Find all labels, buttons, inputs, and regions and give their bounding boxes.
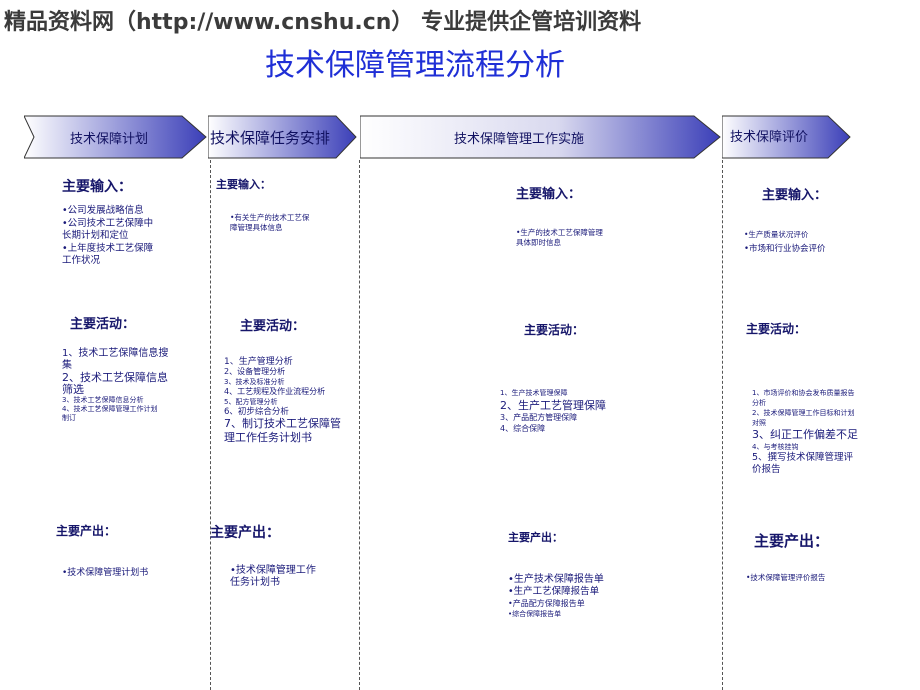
col4-inputs: •生产质量状况评价 •市场和行业协会评价 [744, 227, 826, 257]
list-item: 具体即时信息 [516, 238, 561, 247]
col2-activities: 1、生产管理分析 2、设备管理分析 3、技术及标准分析 4、工艺规程及作业流程分… [224, 357, 341, 445]
list-item: 1、技术工艺保障信息搜 [62, 348, 169, 359]
list-item: 4、与考核挂钩 [752, 443, 799, 451]
list-item: 集 [62, 360, 72, 371]
col4-activity-title: 主要活动： [746, 322, 807, 336]
list-item: 2、生产工艺管理保障 [500, 399, 606, 412]
list-item: 3、技术及标准分析 [224, 378, 285, 386]
col4-output-title: 主要产出： [754, 532, 830, 550]
list-item: 2、设备管理分析 [224, 367, 286, 376]
list-item: 5、撰写技术保障管理评 [752, 452, 854, 463]
stage-arrow-plan: 技术保障计划 [24, 114, 208, 160]
list-item: 7、制订技术工艺保障管 [224, 417, 341, 430]
col1-activity-title: 主要活动： [70, 317, 136, 332]
list-item: •公司发展战略信息 [62, 205, 144, 216]
list-item: •产品配方保障报告单 [508, 599, 585, 608]
list-item: •综合保障报告单 [508, 610, 562, 618]
list-item: •生产技术保障报告单 [508, 574, 604, 585]
list-item: •技术保障管理工作 [230, 565, 316, 576]
col3-output-title: 主要产出： [508, 531, 563, 544]
col3-outputs: •生产技术保障报告单 •生产工艺保障报告单 •产品配方保障报告单 •综合保障报告… [508, 573, 604, 620]
list-item: 1、市场评价和协会发布质量报告 [752, 389, 855, 397]
col2-output-title: 主要产出： [210, 525, 280, 541]
page-title: 技术保障管理流程分析 [265, 48, 565, 83]
stage-label: 技术保障管理工作实施 [454, 131, 585, 147]
list-item: 分析 [752, 399, 766, 407]
stage-label: 技术保障计划 [70, 131, 149, 147]
list-item: 工作状况 [62, 255, 101, 266]
list-item: 4、工艺规程及作业流程分析 [224, 387, 326, 396]
col3-activities: 1、生产技术管理保障 2、生产工艺管理保障 3、产品配方管理保障 4、综合保障 [500, 388, 606, 434]
list-item: 障管理具体信息 [230, 223, 283, 232]
list-item: 2、技术工艺保障信息 [62, 371, 168, 384]
list-item: •生产工艺保障报告单 [508, 586, 600, 597]
col2-outputs: •技术保障管理工作 任务计划书 [230, 565, 316, 589]
list-item: 1、生产管理分析 [224, 357, 293, 367]
list-item: •有关生产的技术工艺保 [230, 213, 310, 222]
list-item: 制订 [62, 414, 76, 422]
list-item: •生产的技术工艺保障管理 [516, 228, 603, 237]
list-item: 3、技术工艺保障信息分析 [62, 396, 144, 404]
stage-label: 技术保障任务安排 [210, 128, 331, 147]
list-item: •生产质量状况评价 [744, 230, 809, 239]
list-item: 6、初步综合分析 [224, 407, 289, 417]
col2-input-title: 主要输入： [216, 178, 271, 191]
col1-activities: 1、技术工艺保障信息搜 集 2、技术工艺保障信息 筛选 3、技术工艺保障信息分析… [62, 348, 168, 423]
col4-input-title: 主要输入： [762, 188, 828, 203]
list-item: 对照 [752, 419, 766, 427]
stage-arrow-implement: 技术保障管理工作实施 [360, 114, 722, 160]
col3-input-title: 主要输入： [516, 187, 582, 202]
column-divider [359, 160, 360, 690]
list-item: 5、配方管理分析 [224, 398, 278, 406]
list-item: 2、技术保障管理工作目标和计划 [752, 409, 855, 417]
list-item: 3、纠正工作偏差不足 [752, 428, 858, 441]
list-item: 1、生产技术管理保障 [500, 389, 568, 397]
col4-outputs: •技术保障管理评价报告 [746, 572, 825, 583]
col2-inputs: •有关生产的技术工艺保 障管理具体信息 [230, 213, 309, 233]
col1-outputs: •技术保障管理计划书 [62, 565, 148, 578]
list-item: 任务计划书 [230, 577, 280, 588]
column-divider [722, 160, 723, 690]
column-divider [210, 160, 211, 690]
list-item: 4、综合保障 [500, 424, 546, 433]
list-item: 理工作任务计划书 [224, 431, 312, 444]
col1-output-title: 主要产出： [56, 524, 117, 538]
stage-arrow-assign: 技术保障任务安排 [208, 114, 358, 160]
stage-label: 技术保障评价 [730, 129, 809, 145]
list-item: •技术保障管理计划书 [62, 568, 149, 578]
stage-arrow-evaluate: 技术保障评价 [722, 114, 852, 160]
col1-inputs: •公司发展战略信息 •公司技术工艺保障中 长期计划和定位 •上年度技术工艺保障 … [62, 205, 153, 268]
list-item: •上年度技术工艺保障 [62, 242, 154, 254]
col4-activities: 1、市场评价和协会发布质量报告 分析 2、技术保障管理工作目标和计划 对照 3、… [752, 388, 858, 476]
list-item: •技术保障管理评价报告 [746, 573, 826, 582]
list-item: 4、技术工艺保障管理工作计划 [62, 405, 158, 413]
list-item: 3、产品配方管理保障 [500, 413, 578, 422]
col3-activity-title: 主要活动： [524, 323, 585, 337]
list-item: •公司技术工艺保障中 [62, 217, 154, 229]
list-item: 价报告 [752, 464, 781, 475]
col1-input-title: 主要输入： [62, 179, 132, 195]
list-item: 筛选 [62, 383, 84, 396]
col3-inputs: •生产的技术工艺保障管理 具体即时信息 [516, 228, 603, 248]
watermark-text: 精品资料网（http://www.cnshu.cn） 专业提供企管培训资料 [4, 10, 642, 35]
list-item: 长期计划和定位 [62, 230, 129, 241]
col2-activity-title: 主要活动： [240, 319, 306, 334]
list-item: •市场和行业协会评价 [744, 244, 826, 254]
